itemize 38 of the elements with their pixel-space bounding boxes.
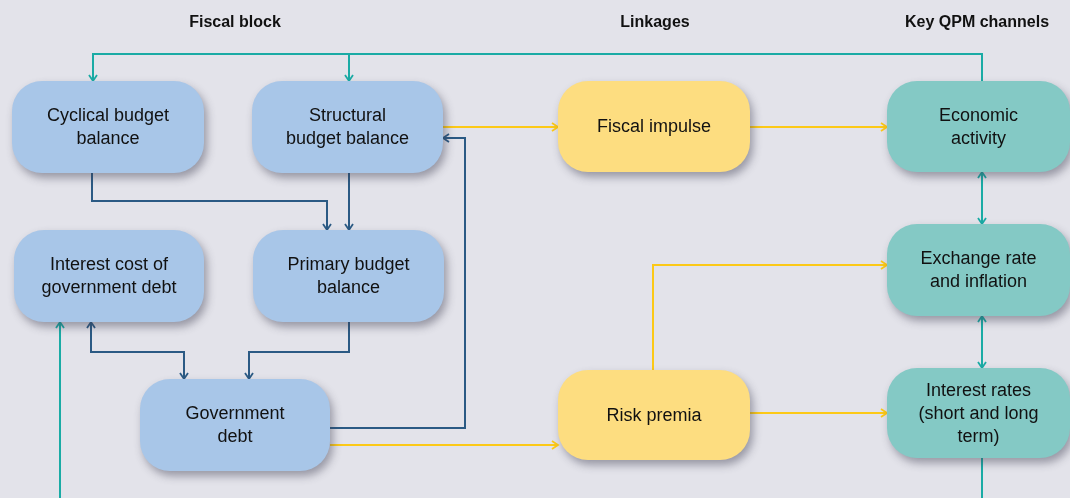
arrow xyxy=(977,171,987,225)
arrow xyxy=(977,315,987,369)
node-label: Exchange rate and inflation xyxy=(919,247,1038,293)
process-box xyxy=(253,230,444,322)
process-box xyxy=(558,370,750,460)
node-label: Interest cost of government debt xyxy=(40,253,178,299)
arrow xyxy=(652,260,888,371)
node-label: Risk premia xyxy=(606,403,702,427)
process-box xyxy=(887,368,1070,458)
arrow xyxy=(344,53,983,82)
arrow xyxy=(329,133,466,429)
node-label: Economic activity xyxy=(938,103,1019,150)
arrow xyxy=(55,321,65,498)
node-label: Fiscal impulse xyxy=(597,115,711,138)
arrow xyxy=(749,122,888,132)
process-box xyxy=(140,379,330,471)
arrow xyxy=(91,172,332,231)
node-label: Cyclical budget balance xyxy=(45,104,171,150)
column-heading: Key QPM channels xyxy=(905,13,1049,31)
process-box xyxy=(14,230,204,322)
process-box xyxy=(12,81,204,173)
arrow xyxy=(86,321,189,380)
process-box xyxy=(558,81,750,172)
arrow xyxy=(442,122,559,132)
connector-line xyxy=(981,457,983,498)
column-heading: Fiscal block xyxy=(189,13,281,31)
process-box xyxy=(887,224,1070,316)
process-box xyxy=(252,81,443,173)
arrow xyxy=(344,172,354,231)
node-label: Structural budget balance xyxy=(284,104,411,150)
node-label: Government debt xyxy=(184,402,286,448)
arrow xyxy=(749,408,888,418)
arrow xyxy=(244,321,350,380)
node-label: Interest rates (short and long term) xyxy=(917,378,1040,448)
node-label: Primary budget balance xyxy=(287,253,410,299)
process-box xyxy=(887,81,1070,172)
arrow xyxy=(329,440,559,450)
column-heading: Linkages xyxy=(620,13,690,31)
